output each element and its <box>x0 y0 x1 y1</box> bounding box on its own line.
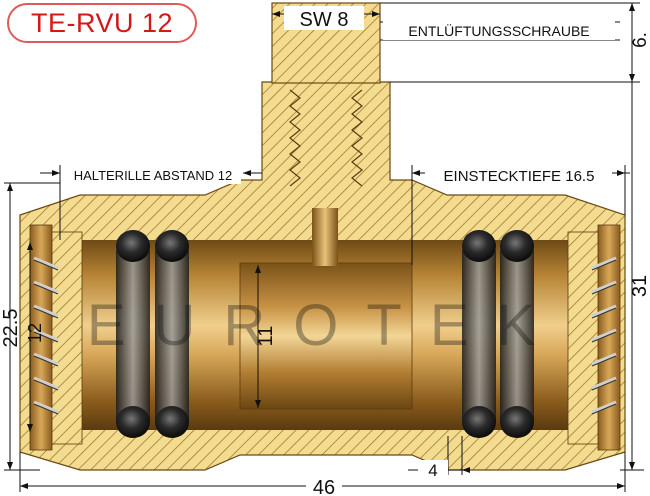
watermark-text: EUROTEK <box>87 293 563 358</box>
dimension-arrows <box>7 3 635 489</box>
outer-diameter-label: 22.5 <box>0 309 22 348</box>
bore-diameter-label: 11 <box>255 326 277 347</box>
screw-height-label: 6. <box>630 32 650 48</box>
vent-thread <box>289 89 363 187</box>
ring-width-label: 4 <box>428 461 437 480</box>
total-height-label: 31 <box>629 275 650 297</box>
product-title: TE-RVU 12 <box>30 7 174 38</box>
total-length-label: 46 <box>313 477 335 496</box>
left-o-rings <box>116 230 189 438</box>
right-o-rings <box>462 230 534 438</box>
right-clamp-ring <box>567 224 621 451</box>
wrench-size-label: SW 8 <box>300 9 349 31</box>
vent-screw-label: ENTLÜFTUNGSSCHRAUBE <box>408 22 589 39</box>
product-title-badge: TE-RVU 12 <box>7 3 197 43</box>
inner-diameter-label: 12 <box>25 323 45 343</box>
groove-distance-label: HALTERILLE ABSTAND 12 <box>74 168 232 183</box>
insertion-depth-label: EINSTECKTIEFE 16.5 <box>444 168 595 185</box>
left-clamp-ring <box>29 224 83 451</box>
